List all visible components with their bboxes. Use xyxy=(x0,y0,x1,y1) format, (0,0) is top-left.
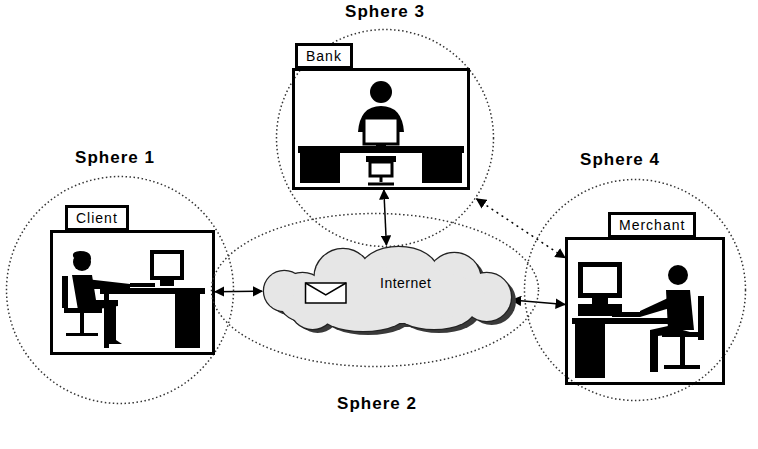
network-label: Internet xyxy=(380,275,431,291)
data-flow-arrow xyxy=(384,190,387,245)
bank-figure xyxy=(298,81,464,184)
sphere-label: Sphere 2 xyxy=(337,394,417,414)
sphere-label-holder: Sphere 2 xyxy=(337,394,417,414)
sphere-label: Sphere 1 xyxy=(75,148,155,168)
actor-box: Client xyxy=(50,230,215,355)
actor-box: Merchant xyxy=(565,237,725,385)
cloud-fill xyxy=(264,247,511,331)
actor-box: Bank xyxy=(292,68,470,190)
sphere-region: Sphere 4Merchant xyxy=(523,178,747,402)
sphere-label-holder: Sphere 3 xyxy=(345,2,425,22)
merchant-figure xyxy=(572,262,704,378)
cloud-outline xyxy=(264,247,511,331)
sphere-boundary xyxy=(525,180,746,401)
sphere-boundary xyxy=(212,214,539,367)
sphere-label-holder: Sphere 1 xyxy=(75,148,155,168)
sphere-region: Sphere 1Client xyxy=(5,175,235,405)
actor-name: Merchant xyxy=(619,217,685,233)
sphere-region: Sphere 3Bank xyxy=(275,28,495,248)
internet-cloud: Internet xyxy=(262,245,515,335)
cloud-label-holder: Internet xyxy=(380,275,431,291)
sphere-label: Sphere 3 xyxy=(345,2,425,22)
sphere-label-holder: Sphere 4 xyxy=(580,150,660,170)
envelope-icon xyxy=(306,283,346,303)
sphere-boundary xyxy=(277,30,494,247)
data-flow-arrow xyxy=(512,300,565,304)
dotted-link xyxy=(477,199,565,258)
name-tab: Client xyxy=(65,205,129,231)
actor-name: Bank xyxy=(306,48,342,64)
data-flow-arrow xyxy=(215,290,262,292)
name-tab: Merchant xyxy=(608,212,696,238)
client-figure xyxy=(62,250,205,348)
actor-name: Client xyxy=(76,210,118,226)
sphere-label: Sphere 4 xyxy=(580,150,660,170)
sphere-boundary xyxy=(7,177,234,404)
name-tab: Bank xyxy=(295,43,353,69)
sphere-region: Sphere 2Internet xyxy=(210,212,540,368)
